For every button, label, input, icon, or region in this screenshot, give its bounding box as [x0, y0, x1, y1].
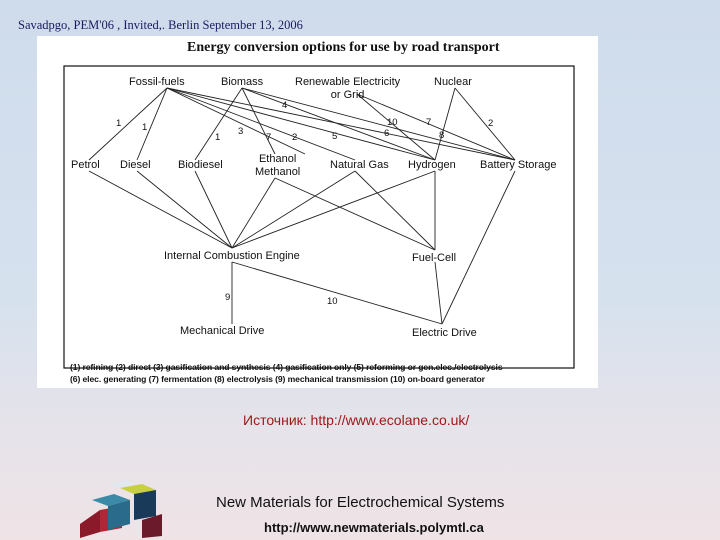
node-ethanol-line1: Ethanol: [255, 153, 300, 166]
node-petrol: Petrol: [71, 159, 100, 172]
edge-number: 7: [426, 117, 431, 128]
edge-number: 1: [215, 132, 220, 143]
node-mechanical-drive: Mechanical Drive: [180, 325, 264, 338]
node-ethanol: Ethanol Methanol: [255, 153, 300, 179]
node-natural-gas: Natural Gas: [330, 159, 389, 172]
diagram-title: Energy conversion options for use by roa…: [187, 40, 500, 56]
edge-number: 4: [282, 100, 287, 111]
legend-line-2: (6) elec. generating (7) fermentation (8…: [70, 374, 485, 384]
edge-number: 5: [332, 131, 337, 142]
node-renewable-line1: Renewable Electricity: [295, 76, 400, 89]
legend-line-1: (1) refining (2) direct (3) gasification…: [70, 362, 503, 372]
node-electric-drive: Electric Drive: [412, 327, 477, 340]
node-biodiesel: Biodiesel: [178, 159, 223, 172]
edge-number: 2: [488, 118, 493, 129]
footer-title: New Materials for Electrochemical System…: [216, 494, 504, 511]
node-diesel: Diesel: [120, 159, 151, 172]
logo-graphic: [70, 480, 170, 540]
edge-number: 7: [266, 132, 271, 143]
node-fossil-fuels: Fossil-fuels: [129, 76, 185, 89]
energy-diagram: Energy conversion options for use by roa…: [37, 36, 598, 388]
node-renewable-line2: or Grid: [295, 89, 400, 102]
node-fuel-cell: Fuel-Cell: [412, 252, 456, 265]
edge-number: 1: [116, 118, 121, 129]
edge-number: 9: [225, 292, 230, 303]
node-nuclear: Nuclear: [434, 76, 472, 89]
node-renewable: Renewable Electricity or Grid: [295, 76, 400, 102]
edge-number: 8: [439, 130, 444, 141]
node-internal-combustion-engine: Internal Combustion Engine: [164, 250, 300, 263]
edge-number: 1: [142, 122, 147, 133]
edge-number: 10: [387, 117, 398, 128]
edge-number: 10: [327, 296, 338, 307]
edge-number: 3: [238, 126, 243, 137]
node-biomass: Biomass: [221, 76, 263, 89]
node-hydrogen: Hydrogen: [408, 159, 456, 172]
node-battery-storage: Battery Storage: [480, 159, 556, 172]
header-note: Savadpgo, PEM'06 , Invited,. Berlin Sept…: [18, 18, 303, 33]
source-note: Источник: http://www.ecolane.co.uk/: [243, 412, 469, 428]
node-ethanol-line2: Methanol: [255, 166, 300, 179]
edge-number: 6: [384, 128, 389, 139]
footer-url[interactable]: http://www.newmaterials.polymtl.ca: [264, 520, 484, 535]
edge-number: 2: [292, 132, 297, 143]
